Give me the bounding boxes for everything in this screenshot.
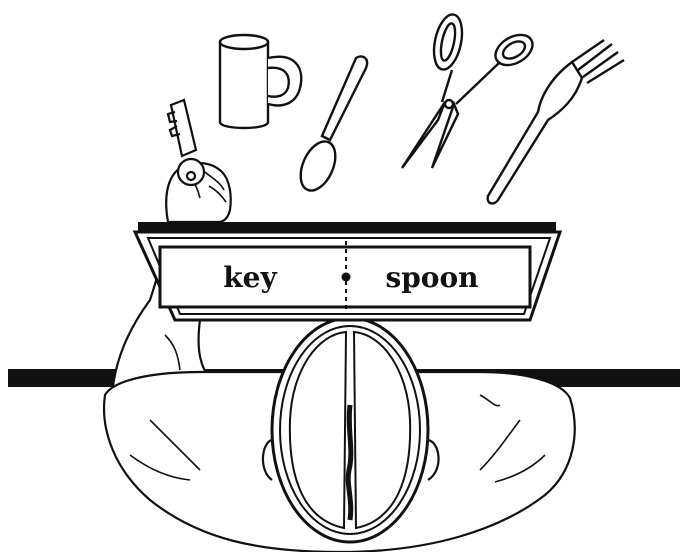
brain-icon: [272, 318, 428, 542]
spoon-icon: [294, 56, 367, 195]
left-field-word: key: [223, 261, 277, 294]
table-bar-front: [8, 369, 108, 387]
fixation-point: [342, 273, 351, 282]
key-icon: [168, 100, 204, 185]
right-field-word: spoon: [385, 261, 478, 294]
mug-icon: [220, 35, 301, 128]
table-bar-front-right: [575, 369, 680, 387]
display-screen: key spoon: [135, 232, 560, 320]
